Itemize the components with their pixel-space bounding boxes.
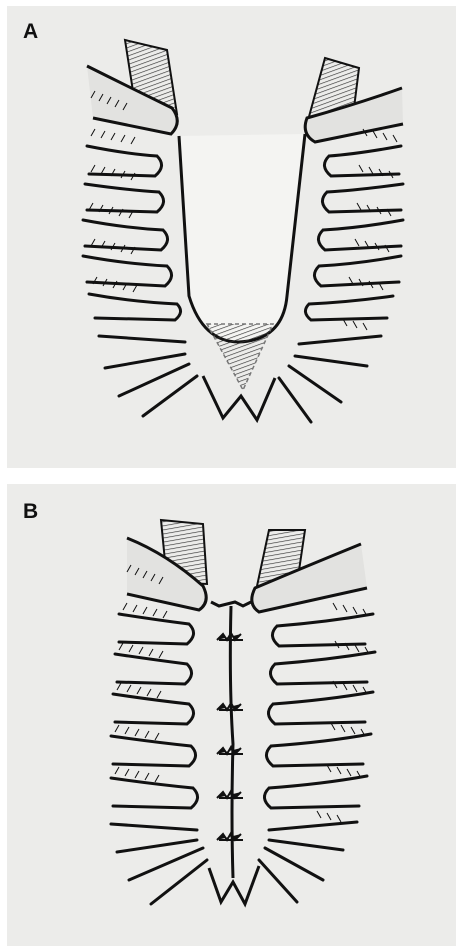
midline-closure-b <box>211 602 251 606</box>
hatched-triangle-a <box>207 324 273 390</box>
central-u-cavity-a <box>179 134 305 342</box>
panel-b-illustration <box>7 484 456 946</box>
panel-label-a: A <box>23 20 38 44</box>
panel-label-b: B <box>23 500 38 524</box>
panel-a: A <box>7 6 456 468</box>
panel-b: B <box>7 484 456 946</box>
panel-a-illustration <box>7 6 456 468</box>
left-ribs-a <box>83 146 197 416</box>
right-ribs-b <box>259 614 375 902</box>
